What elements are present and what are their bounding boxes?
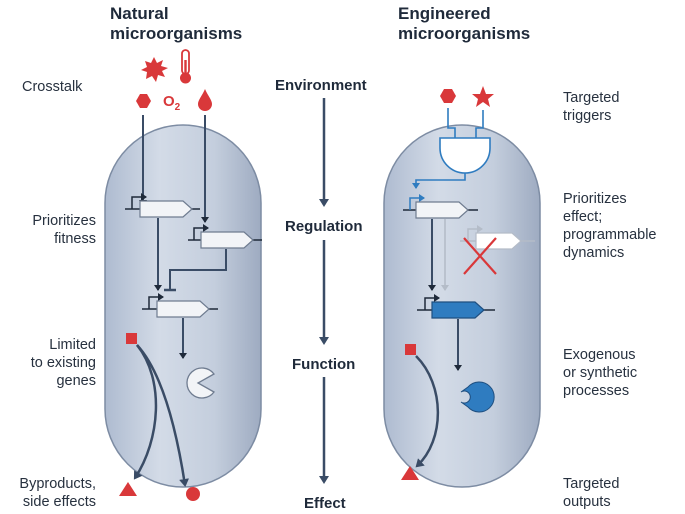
engineered-output-curve [415, 355, 440, 468]
trigger-line-right [475, 110, 484, 138]
engineered-gene-1 [403, 194, 478, 219]
hexagon-signal-icon [136, 94, 151, 108]
targeted-output-triangle [401, 466, 419, 480]
engineered-gene-blue [417, 294, 495, 319]
engineered-substrate-square [405, 344, 416, 355]
trigger-line-left [447, 108, 456, 138]
byproducts-side-effects-label: Byproducts, side effects [19, 476, 96, 510]
regulation-label: Regulation [285, 218, 363, 235]
natural-enzyme-icon [186, 367, 215, 399]
prioritizes-effect-label: Prioritizes effect; programmable dynamic… [563, 191, 657, 261]
natural-byproduct-curve-2 [133, 344, 158, 480]
engineered-enzyme-icon [460, 381, 495, 413]
natural-gene-2 [188, 224, 262, 249]
crossed-out-gene [460, 225, 535, 275]
and-gate-icon [439, 137, 491, 174]
byproduct-triangle [119, 482, 137, 496]
cross-mark-line-2 [463, 237, 497, 275]
droplet-signal-icon [198, 89, 212, 111]
exogenous-processes-label: Exogenous or synthetic processes [563, 347, 638, 399]
starburst-signal-icon [141, 57, 168, 82]
engineered-hexagon-trigger-icon [440, 89, 456, 103]
engineered-star-trigger-icon [472, 86, 494, 107]
limited-to-existing-genes-label: Limited to existing genes [30, 337, 96, 389]
targeted-triggers-label: Targeted triggers [563, 90, 620, 124]
gene2-repression-line [169, 249, 227, 290]
oxygen-signal-label: O2 [163, 93, 181, 113]
and-gate-output-line [412, 173, 466, 189]
natural-substrate-square [126, 333, 137, 344]
function-label: Function [292, 356, 356, 373]
thermometer-icon [180, 49, 191, 84]
natural-microorganisms-header: Natural microorganisms [110, 4, 243, 43]
prioritizes-fitness-label: Prioritizes fitness [32, 213, 96, 247]
natural-gene-3 [142, 293, 218, 318]
engineered-microorganisms-header: Engineered microorganisms [398, 4, 531, 43]
environment-label: Environment [275, 77, 367, 94]
byproduct-circle [186, 487, 200, 501]
crosstalk-label: Crosstalk [22, 79, 83, 95]
targeted-outputs-label: Targeted outputs [563, 476, 620, 510]
effect-label: Effect [304, 495, 346, 512]
natural-gene-1 [125, 193, 200, 218]
